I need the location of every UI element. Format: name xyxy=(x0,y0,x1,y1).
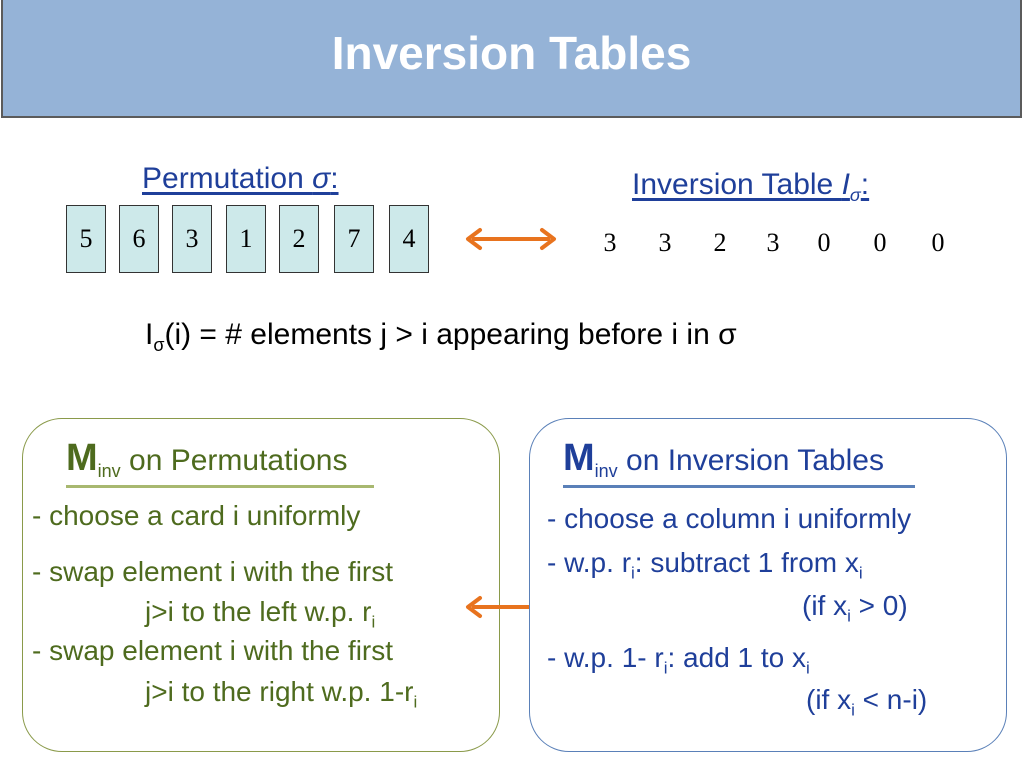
permutations-chain-box xyxy=(22,418,500,752)
right-line-1: - choose a column i uniformly xyxy=(547,503,912,534)
inversion-value: 2 xyxy=(713,228,727,257)
inversion-value: 3 xyxy=(603,228,617,257)
inversion-label-prefix: Inversion Table xyxy=(632,168,842,201)
card: 1 xyxy=(226,205,266,273)
card: 3 xyxy=(172,205,212,273)
permutations-heading: Minv on Permutations xyxy=(66,437,347,482)
left-line-2: - swap element i with the first xyxy=(32,556,394,587)
inversion-value: 3 xyxy=(766,228,780,257)
double-arrow-icon xyxy=(466,228,556,250)
inversion-label-suffix: : xyxy=(860,168,870,201)
right-line-4-a: - w.p. 1- r xyxy=(547,642,664,673)
right-line-5-sub: i xyxy=(851,700,855,720)
right-line-3-sub: i xyxy=(847,606,851,626)
formula-I: I xyxy=(145,318,154,351)
left-line-3: j>i to the left w.p. ri xyxy=(145,596,375,633)
left-line-3-main: j>i to the left w.p. r xyxy=(145,596,372,627)
right-line-4-sub2: i xyxy=(806,658,810,678)
right-line-2-a: - w.p. r xyxy=(547,547,632,578)
left-line-5: j>i to the right w.p. 1-ri xyxy=(145,676,417,713)
right-line-4-sub1: i xyxy=(663,658,668,678)
heading-rest: on Permutations xyxy=(120,444,348,477)
title-bar: Inversion Tables xyxy=(1,0,1022,118)
inversion-value: 3 xyxy=(658,228,672,257)
slide-title: Inversion Tables xyxy=(331,27,692,79)
card: 7 xyxy=(334,205,374,273)
right-line-5-a: (if x xyxy=(806,684,852,715)
card: 2 xyxy=(279,205,319,273)
left-line-5-main: j>i to the right w.p. 1-r xyxy=(145,676,414,707)
sigma-symbol: σ xyxy=(312,162,331,195)
heading-M: M xyxy=(563,437,595,479)
inversion-value: 0 xyxy=(873,228,887,257)
permutation-label-suffix: : xyxy=(330,162,339,195)
right-heading-underline xyxy=(563,485,915,488)
inversion-value: 0 xyxy=(931,228,945,257)
heading-sub: inv xyxy=(594,461,618,481)
right-line-5: (if xi < n-i) xyxy=(806,684,927,721)
right-line-2-sub1: i xyxy=(631,563,635,583)
inversion-tables-chain-box xyxy=(529,418,1007,752)
right-line-5-b: < n-i) xyxy=(854,684,928,715)
inversion-label-sub: σ xyxy=(849,185,861,205)
inversion-value: 0 xyxy=(817,228,831,257)
left-line-5-sub: i xyxy=(413,692,418,712)
right-line-3-a: (if x xyxy=(802,590,848,621)
right-line-2: - w.p. ri: subtract 1 from xi xyxy=(547,547,863,584)
card: 4 xyxy=(389,205,429,273)
formula-rest: (i) = # elements j > i appearing before … xyxy=(164,318,737,351)
right-line-4-b: : add 1 to x xyxy=(667,642,807,673)
permutation-label-prefix: Permutation xyxy=(142,162,313,195)
card: 5 xyxy=(66,205,106,273)
definition-formula: Iσ(i) = # elements j > i appearing befor… xyxy=(145,318,737,356)
inversion-label-symbol: I xyxy=(841,168,850,201)
right-line-3-b: > 0) xyxy=(850,590,908,621)
right-line-2-b: : subtract 1 from x xyxy=(634,547,859,578)
inversion-tables-heading: Minv on Inversion Tables xyxy=(563,437,884,482)
permutation-label: Permutation σ: xyxy=(142,162,339,196)
right-line-4: - w.p. 1- ri: add 1 to xi xyxy=(547,642,810,679)
heading-rest: on Inversion Tables xyxy=(617,444,884,477)
left-line-3-sub: i xyxy=(371,612,376,632)
formula-sub: σ xyxy=(153,335,165,355)
card: 6 xyxy=(119,205,159,273)
left-line-1: - choose a card i uniformly xyxy=(32,500,361,531)
heading-sub: inv xyxy=(97,461,121,481)
heading-M: M xyxy=(66,437,98,479)
right-line-2-sub2: i xyxy=(858,563,863,583)
left-heading-underline xyxy=(66,485,374,488)
left-line-4: - swap element i with the first xyxy=(32,635,394,666)
right-line-3: (if xi > 0) xyxy=(802,590,908,627)
inversion-table-label: Inversion Table Iσ: xyxy=(632,168,869,206)
